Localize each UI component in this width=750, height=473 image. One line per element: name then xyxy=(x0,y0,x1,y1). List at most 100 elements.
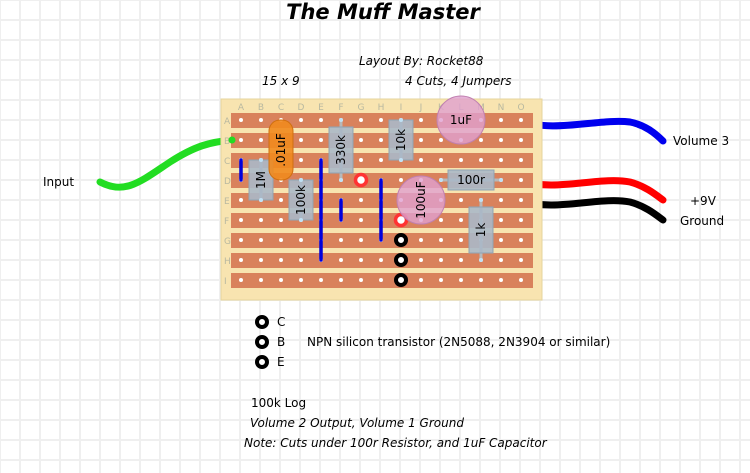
row-label: C xyxy=(224,157,230,167)
resistor-body xyxy=(468,206,494,254)
strip-hole xyxy=(359,278,363,282)
strip-hole xyxy=(519,118,523,122)
strip-hole xyxy=(459,218,463,222)
column-label: H xyxy=(378,103,385,113)
resistor-value: 100r xyxy=(457,173,485,187)
layout-title: The Muff Master xyxy=(286,0,480,24)
resistor-body xyxy=(388,119,414,161)
strip-hole xyxy=(499,198,503,202)
strip-hole xyxy=(299,138,303,142)
strip-hole xyxy=(299,258,303,262)
strip-hole xyxy=(439,138,443,142)
column-label: N xyxy=(498,103,505,113)
film-capacitor: .01uF xyxy=(268,119,294,181)
resistor-value: 1k xyxy=(474,223,488,238)
transistor-pad xyxy=(394,233,408,247)
column-label: A xyxy=(238,103,245,113)
strip-hole xyxy=(499,238,503,242)
strip-hole xyxy=(299,278,303,282)
strip-hole xyxy=(359,158,363,162)
strip-hole xyxy=(479,138,483,142)
strip-hole xyxy=(459,198,463,202)
ground-label: Ground xyxy=(680,214,725,228)
film-capacitor-body xyxy=(268,119,294,181)
strip-hole xyxy=(519,218,523,222)
row-label: G xyxy=(224,237,231,247)
strip-hole xyxy=(379,118,383,122)
resistor-lead-end xyxy=(299,178,303,182)
resistor: 330k xyxy=(328,118,354,182)
pot-wiring-note: Volume 2 Output, Volume 1 Ground xyxy=(250,416,464,430)
strip-hole xyxy=(239,138,243,142)
legend-transistor-pad xyxy=(255,335,269,349)
resistor-lead-end xyxy=(499,178,503,182)
strip-hole xyxy=(419,118,423,122)
strip-hole xyxy=(499,278,503,282)
strip-hole xyxy=(519,158,523,162)
resistor-lead-end xyxy=(439,178,443,182)
capacitor-value: .01uF xyxy=(274,133,288,167)
resistor-body xyxy=(447,169,495,191)
strip-hole xyxy=(299,238,303,242)
strip-hole xyxy=(419,158,423,162)
pot-value: 100k Log xyxy=(251,396,307,410)
strip-hole xyxy=(279,258,283,262)
strip-hole xyxy=(359,238,363,242)
strip-hole xyxy=(239,278,243,282)
transistor-pad xyxy=(394,273,408,287)
strip-hole xyxy=(319,278,323,282)
resistor-lead-end xyxy=(479,198,483,202)
input-wire-end xyxy=(228,136,236,144)
electrolytic-capacitor-body xyxy=(436,95,486,145)
strip-hole xyxy=(439,258,443,262)
strip-hole xyxy=(359,198,363,202)
strip-hole xyxy=(319,138,323,142)
column-label: C xyxy=(278,103,284,113)
strip-hole xyxy=(519,138,523,142)
strip-hole xyxy=(439,238,443,242)
strip-hole xyxy=(319,118,323,122)
column-label: F xyxy=(338,103,343,113)
resistor-lead-end xyxy=(399,118,403,122)
strip-hole xyxy=(499,218,503,222)
strip-hole xyxy=(339,278,343,282)
strip-hole xyxy=(459,158,463,162)
strip-hole xyxy=(299,118,303,122)
resistor-value: 1M xyxy=(254,171,268,189)
resistor-lead-end xyxy=(399,158,403,162)
power-9v-wire xyxy=(518,177,667,204)
electrolytic-capacitor: 100uF xyxy=(396,175,446,225)
legend-transistor-pad xyxy=(255,315,269,329)
row-label: E xyxy=(224,197,230,207)
strip-hole xyxy=(479,278,483,282)
volume3-label: Volume 3 xyxy=(673,134,730,148)
strip-hole xyxy=(239,118,243,122)
strip-hole xyxy=(439,278,443,282)
strip-hole xyxy=(279,218,283,222)
strip-hole xyxy=(499,118,503,122)
capacitor-value: 100uF xyxy=(414,181,428,219)
resistor-lead-end xyxy=(259,198,263,202)
strip-hole xyxy=(479,158,483,162)
legend-transistor-pad xyxy=(255,355,269,369)
strip-hole xyxy=(359,218,363,222)
strip-hole xyxy=(339,238,343,242)
resistor: 100r xyxy=(439,169,503,191)
strip-hole xyxy=(439,218,443,222)
strip-hole xyxy=(259,278,263,282)
strip-hole xyxy=(259,118,263,122)
column-label: J xyxy=(419,103,423,113)
resistor-lead-end xyxy=(339,118,343,122)
column-label: E xyxy=(318,103,324,113)
strip-hole xyxy=(459,278,463,282)
electrolytic-capacitor: 1uF xyxy=(436,95,486,145)
layout-author: Layout By: Rocket88 xyxy=(359,54,484,68)
resistor-body xyxy=(328,126,354,174)
strip-hole xyxy=(359,138,363,142)
input-wire xyxy=(96,136,236,191)
resistor-lead-end xyxy=(339,178,343,182)
transistor-pad xyxy=(394,253,408,267)
column-label: I xyxy=(400,103,403,113)
electrolytic-capacitor-body xyxy=(396,175,446,225)
